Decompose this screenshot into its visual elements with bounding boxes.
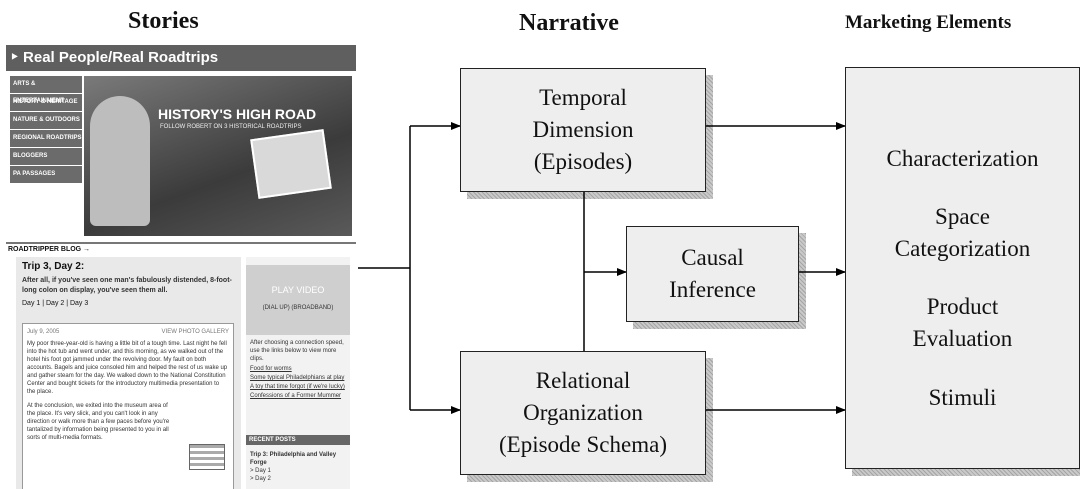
side-link[interactable]: Some typical Philadelphians at play [250,375,345,381]
nav-item[interactable]: PA PASSAGES [10,166,82,183]
gallery-link[interactable]: VIEW PHOTO GALLERY [161,329,229,335]
temporal-line-1: Temporal [539,85,627,110]
relational-line-3: (Episode Schema) [499,432,667,457]
site-nav: ARTS & ENTERTAINMENT HISTORY & HERITAGE … [10,76,82,184]
blog-label[interactable]: ROADTRIPPER BLOG → [6,242,356,256]
chevron-right-icon: ‣ [10,49,24,66]
blog-post: Trip 3, Day 2: After all, if you've seen… [16,257,241,489]
post-date: July 9, 2005 [27,329,60,335]
side-links: Food for worms Some typical Philadelphia… [250,365,346,401]
play-video-label[interactable]: PLAY VIDEO [271,285,325,295]
relational-line-2: Organization [523,400,643,425]
hero-title: HISTORY'S HIGH ROAD [158,106,317,122]
evaluation-label: Evaluation [912,326,1013,351]
stories-website-screenshot: ‣ Real People/Real Roadtrips ARTS & ENTE… [6,45,356,489]
stimuli-label: Stimuli [928,385,997,410]
nav-item[interactable]: HISTORY & HERITAGE [10,94,82,111]
trip-day-link[interactable]: > Day 1 [250,468,271,474]
marketing-elements-box: Characterization Space Categorization Pr… [845,67,1080,469]
causal-line-2: Inference [669,277,756,302]
stories-column-title: Stories [128,8,199,34]
post-day-nav[interactable]: Day 1 | Day 2 | Day 3 [22,300,89,307]
trip-label: Trip 3: Philadelphia and Valley Forge > … [250,451,346,483]
causal-inference-box: Causal Inference [626,226,799,322]
video-options[interactable]: (DIAL UP) (BROADBAND) [262,305,334,311]
post-heading: Trip 3, Day 2: [22,261,85,272]
causal-line-1: Causal [681,245,744,270]
site-title-bar: ‣ Real People/Real Roadtrips [6,45,356,71]
side-link[interactable]: Food for worms [250,366,292,372]
hero-person-image [90,96,150,226]
post-body-text-2: At the conclusion, we exited into the mu… [27,403,170,441]
post-body-panel: July 9, 2005 VIEW PHOTO GALLERY My poor … [22,323,234,489]
temporal-dimension-box: Temporal Dimension (Episodes) [460,68,706,192]
side-link[interactable]: Confessions of a Former Mummer [250,393,342,399]
flag-image [189,444,225,470]
nav-item[interactable]: BLOGGERS [10,148,82,165]
categorization-label: Categorization [894,236,1031,261]
temporal-line-3: (Episodes) [533,149,633,174]
post-body-text: My poor three-year-old is having a littl… [27,341,228,395]
nav-item[interactable]: NATURE & OUTDOORS [10,112,82,129]
temporal-line-2: Dimension [532,117,634,142]
space-label: Space [935,204,990,229]
marketing-column-title: Marketing Elements [845,12,1012,33]
characterization-label: Characterization [886,146,1039,171]
post-subtitle: After all, if you've seen one man's fabu… [22,277,232,294]
recent-posts-header: RECENT POSTS [246,435,350,445]
video-note: After choosing a connection speed, use t… [250,340,344,362]
nav-item[interactable]: REGIONAL ROADTRIPS [10,130,82,147]
video-panel[interactable]: PLAY VIDEO (DIAL UP) (BROADBAND) [246,265,350,335]
side-link[interactable]: A toy that time forgot (if we're lucky) [250,384,345,390]
narrative-column-title: Narrative [519,10,619,36]
relational-organization-box: Relational Organization (Episode Schema) [460,351,706,475]
hero-banner: HISTORY'S HIGH ROAD FOLLOW ROBERT ON 3 H… [84,76,352,236]
sidebar: PLAY VIDEO (DIAL UP) (BROADBAND) After c… [246,257,350,489]
trip-day-link[interactable]: > Day 2 [250,476,271,482]
product-label: Product [926,294,999,319]
trip-title[interactable]: Trip 3: Philadelphia and Valley Forge [250,452,337,466]
relational-line-1: Relational [535,368,631,393]
site-title: Real People/Real Roadtrips [23,49,219,66]
hero-subtitle: FOLLOW ROBERT ON 3 HISTORICAL ROADTRIPS [160,124,302,130]
